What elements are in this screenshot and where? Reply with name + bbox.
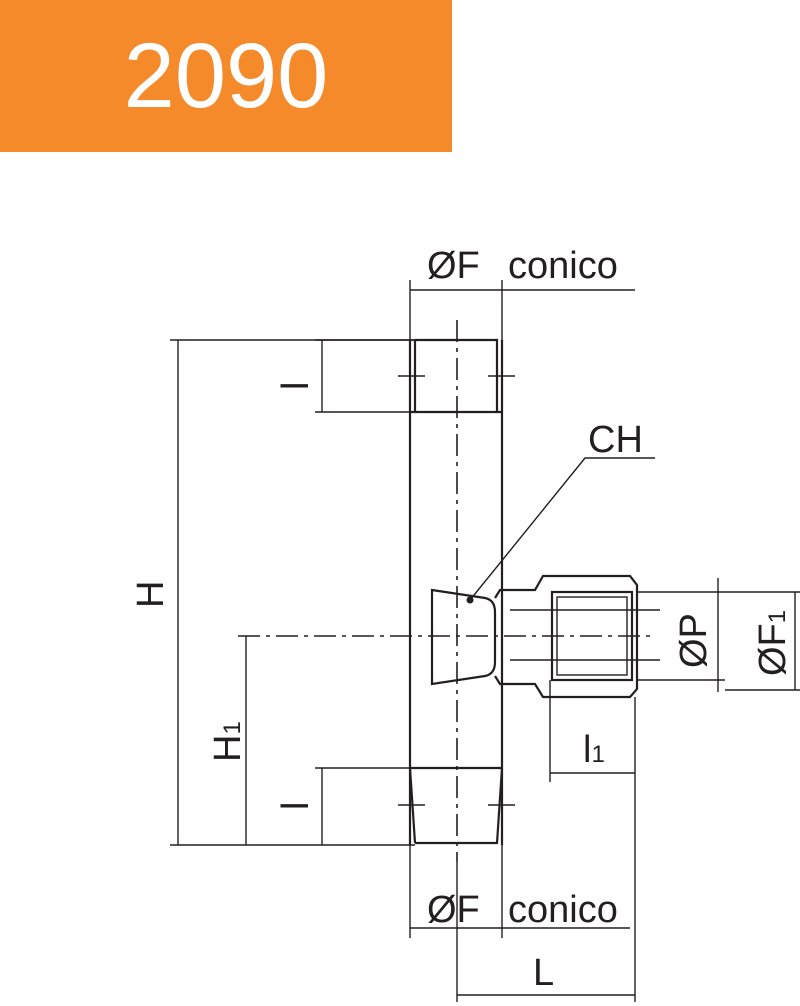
vertical-body: [398, 320, 515, 862]
conico-top-label: conico: [508, 245, 618, 287]
dim-p: ØP: [637, 578, 725, 692]
dim-l-bottom: l: [275, 767, 410, 845]
f-top-label: ØF: [427, 245, 480, 287]
ch-leader: CH: [469, 419, 655, 601]
product-code: 2090: [123, 25, 329, 127]
h1-label: H: [207, 735, 249, 762]
p-label: ØP: [673, 613, 715, 668]
dim-l-top: l: [275, 339, 415, 413]
svg-text:l1: l1: [583, 729, 605, 771]
dim-f-bottom: ØF conico: [409, 845, 630, 938]
l1-label: l: [583, 729, 591, 771]
dim-L: L: [456, 862, 635, 1002]
dim-f1: ØF1: [725, 591, 800, 691]
f-bottom-label: ØF: [427, 889, 480, 931]
l1-subscript: 1: [591, 741, 604, 768]
f1-label: ØF: [752, 623, 794, 676]
product-code-banner: 2090: [0, 0, 452, 152]
h-label: H: [130, 581, 172, 608]
dim-h: H: [130, 339, 415, 846]
dim-h1: H1: [207, 636, 249, 845]
h1-subscript: 1: [219, 721, 246, 734]
ch-label: CH: [588, 419, 643, 461]
svg-text:H1: H1: [207, 721, 249, 762]
L-label: L: [533, 952, 554, 994]
dim-f-top: ØF conico: [409, 245, 635, 340]
l-bottom-label: l: [275, 802, 317, 810]
f1-subscript: 1: [764, 610, 791, 623]
conico-bottom-label: conico: [508, 889, 618, 931]
dim-l1: l1: [549, 680, 636, 1002]
svg-text:ØF1: ØF1: [752, 610, 794, 676]
l-top-label: l: [275, 382, 317, 390]
side-branch: [238, 574, 660, 699]
